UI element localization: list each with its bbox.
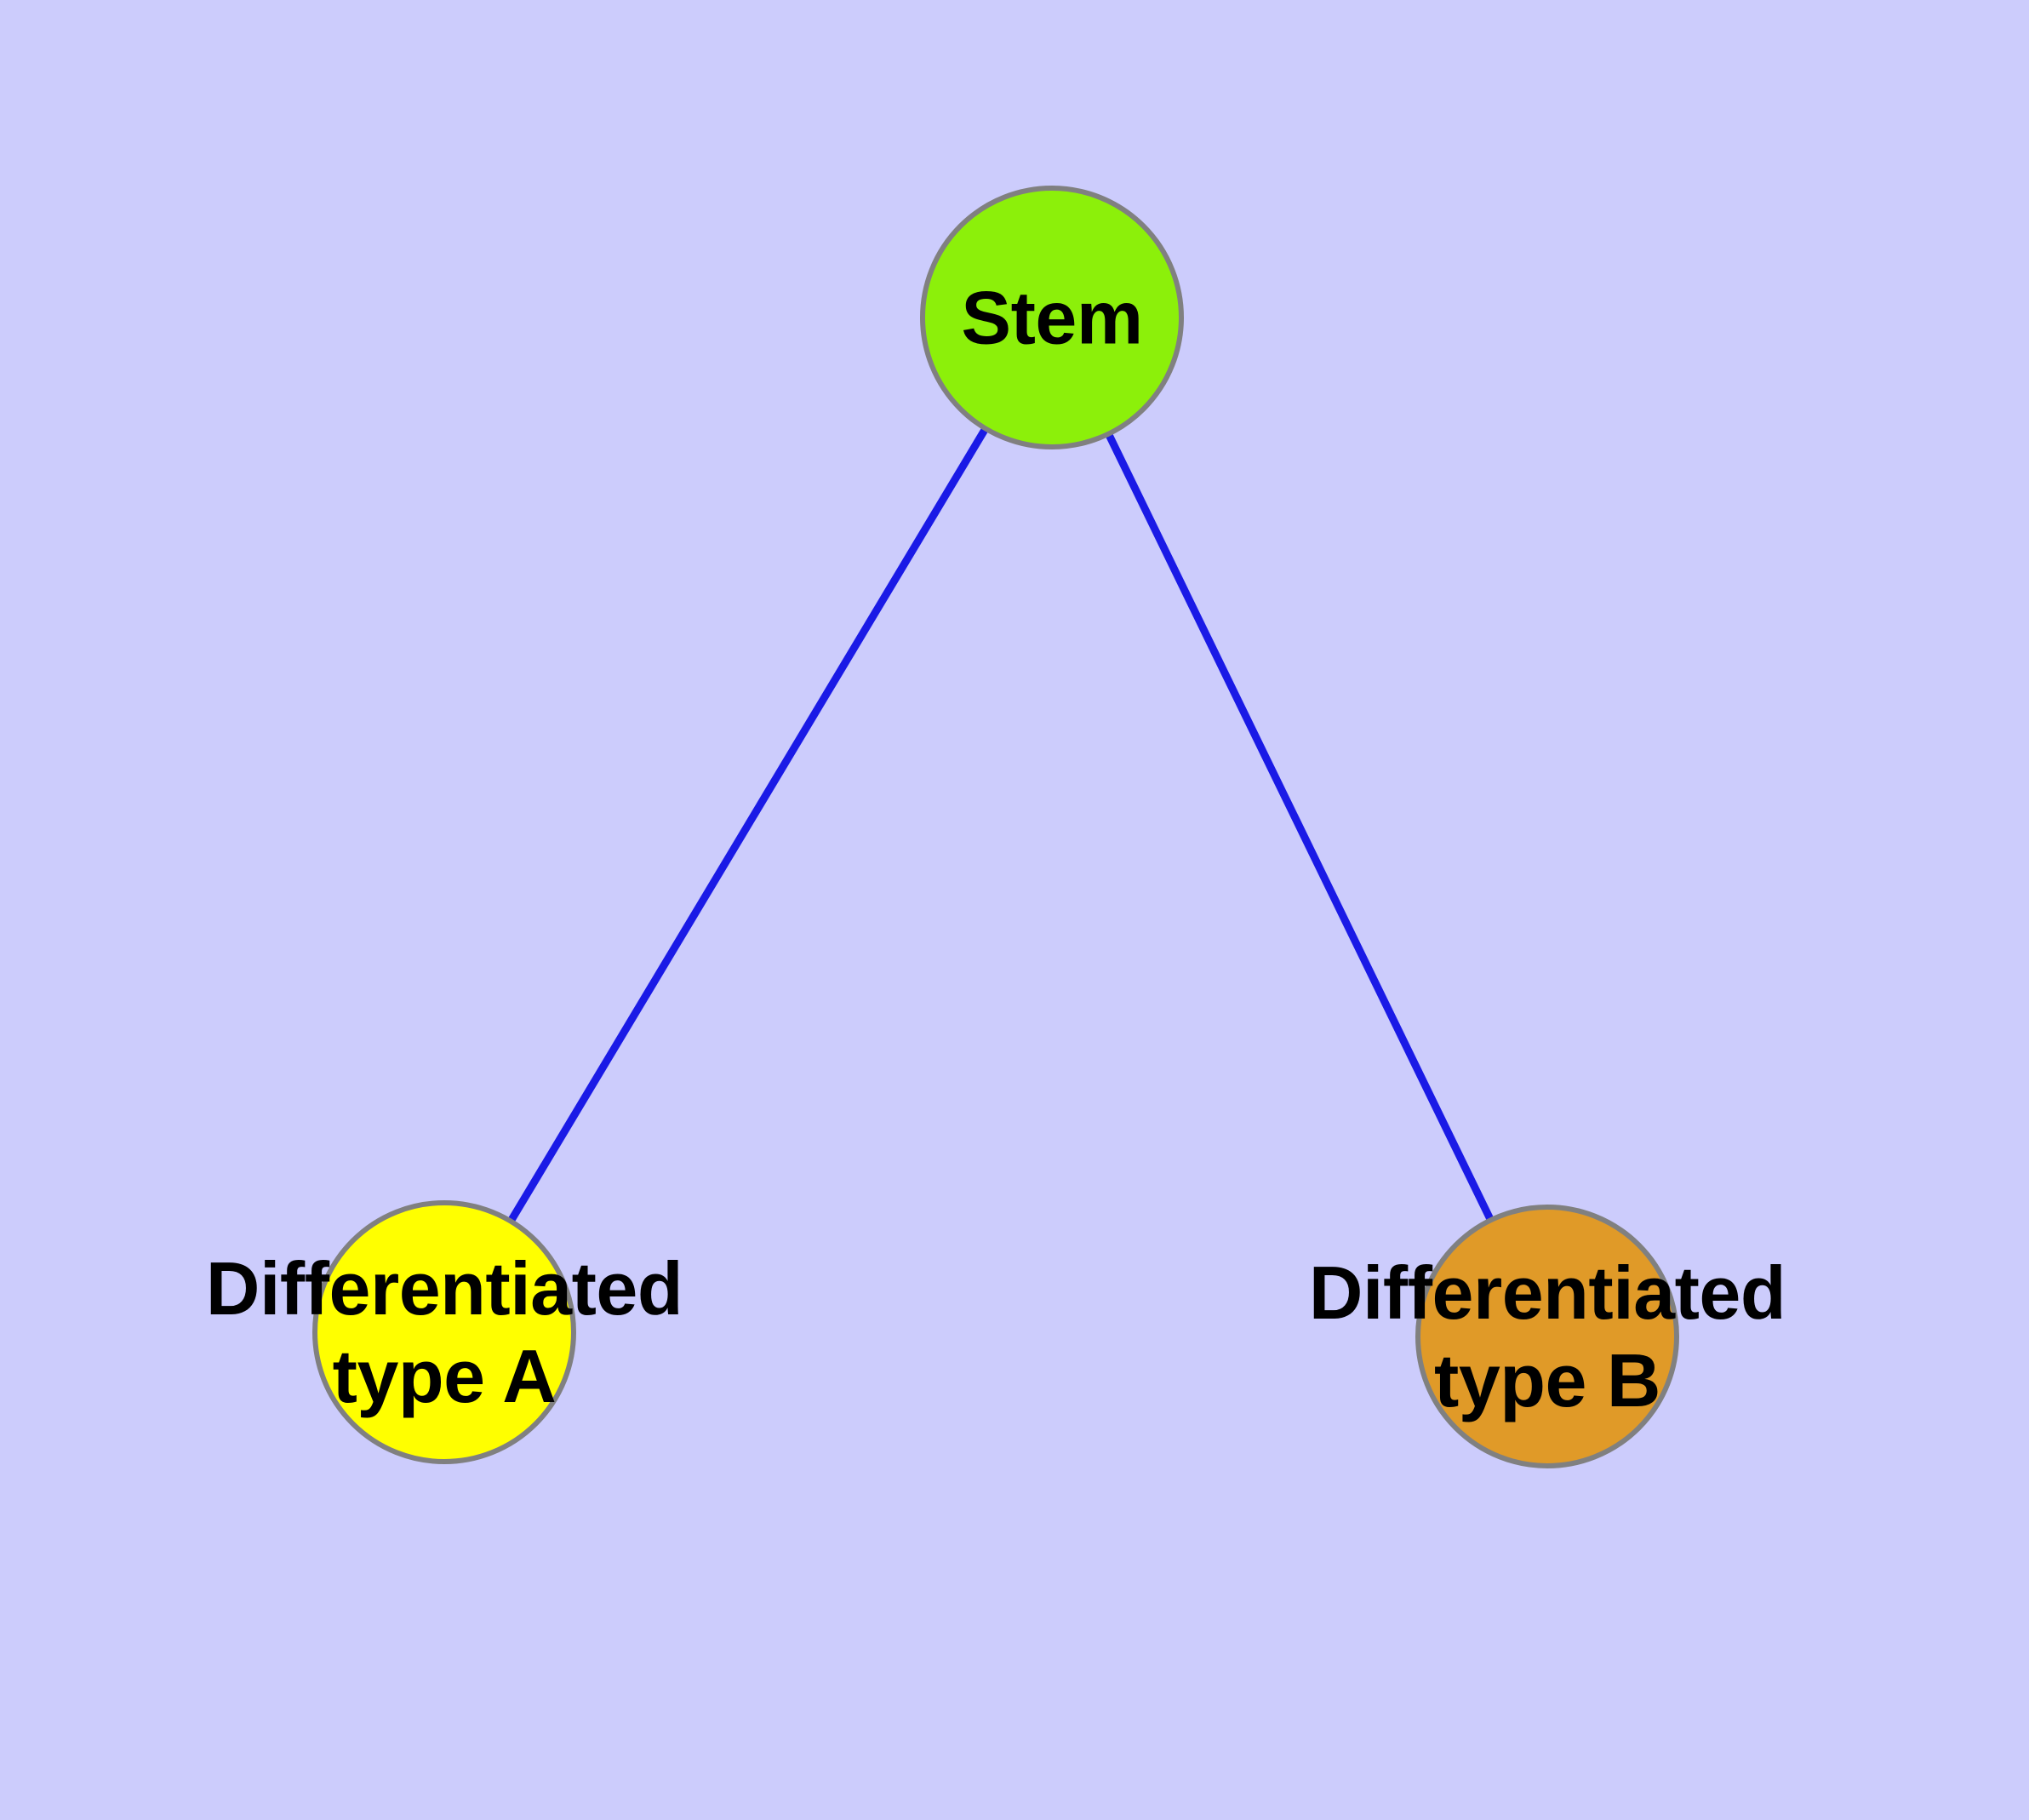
- edge-stem-diff-a: [507, 426, 989, 1223]
- node-circle-diff_b[interactable]: [1415, 1205, 1679, 1468]
- edge-layer: [507, 426, 1495, 1223]
- node-layer: [312, 186, 1679, 1468]
- node-circle-stem[interactable]: [920, 186, 1184, 449]
- edge-stem-diff-b: [1105, 432, 1495, 1222]
- node-circle-diff_a[interactable]: [312, 1200, 576, 1464]
